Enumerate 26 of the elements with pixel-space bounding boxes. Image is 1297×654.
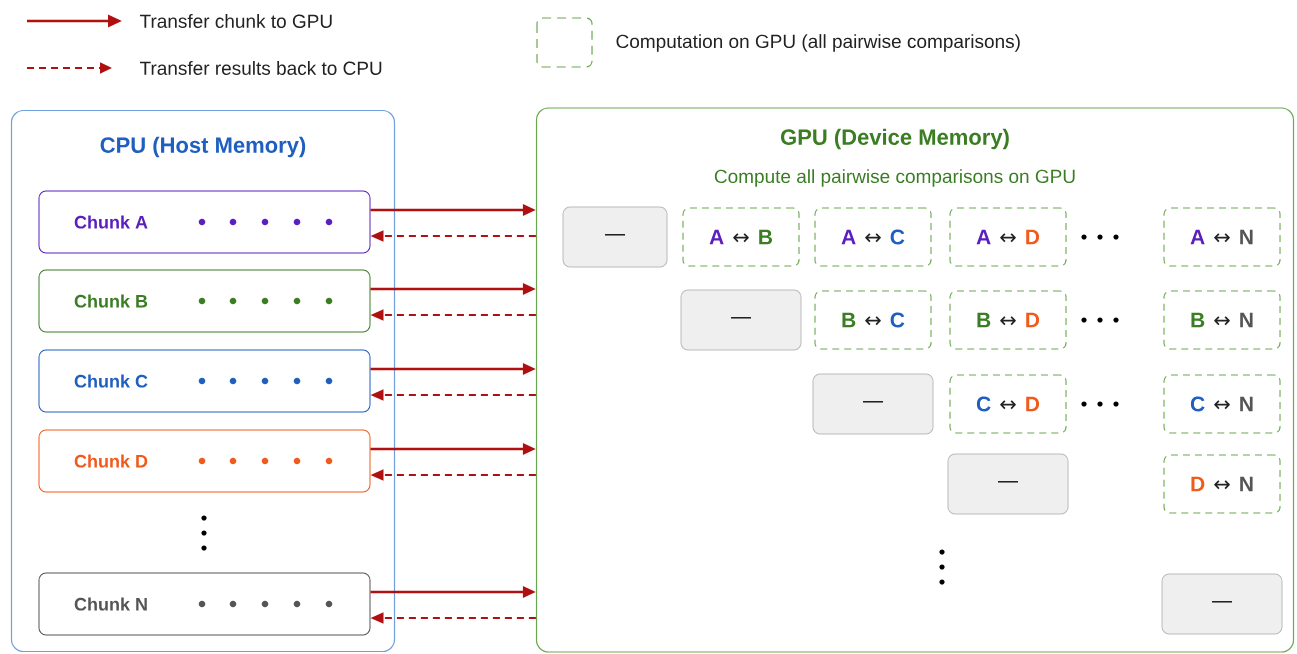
panel-title: GPU (Device Memory) — [781, 128, 1009, 150]
comparison-box: C ↔ N — [1163, 374, 1281, 434]
comparison-box: A ↔ D — [949, 207, 1067, 267]
chunk-box: Chunk D — [38, 429, 371, 493]
chunk-box: Chunk C — [38, 349, 371, 413]
diagonal-box: — — [1161, 573, 1283, 635]
comparison-box: B ↔ C — [814, 290, 932, 350]
chunk-box: Chunk A — [38, 190, 371, 254]
chunk-box: Chunk B — [38, 269, 371, 333]
comparison-box: B ↔ N — [1163, 290, 1281, 350]
panel-title: CPU (Host Memory) — [100, 136, 306, 158]
diagonal-box: — — [947, 453, 1069, 515]
legend-text: Transfer chunk to GPU — [139, 14, 332, 28]
panel-subtitle: Compute all pairwise comparisons on GPU — [714, 169, 1075, 187]
diagonal-box: — — [812, 373, 934, 435]
comparison-box: D ↔ N — [1163, 454, 1281, 514]
legend-text: Transfer results back to CPU — [139, 61, 382, 75]
comparison-box: C ↔ D — [949, 374, 1067, 434]
comparison-box: A ↔ C — [814, 207, 932, 267]
comparison-box: A ↔ N — [1163, 207, 1281, 267]
legend-text: Computation on GPU (all pairwise comparisons) — [616, 34, 1020, 52]
diagonal-box: — — [562, 206, 668, 268]
diagonal-box: — — [680, 289, 802, 351]
comparison-box: A ↔ B — [682, 207, 800, 267]
comparison-box: B ↔ D — [949, 290, 1067, 350]
chunk-box: Chunk N — [38, 572, 371, 636]
